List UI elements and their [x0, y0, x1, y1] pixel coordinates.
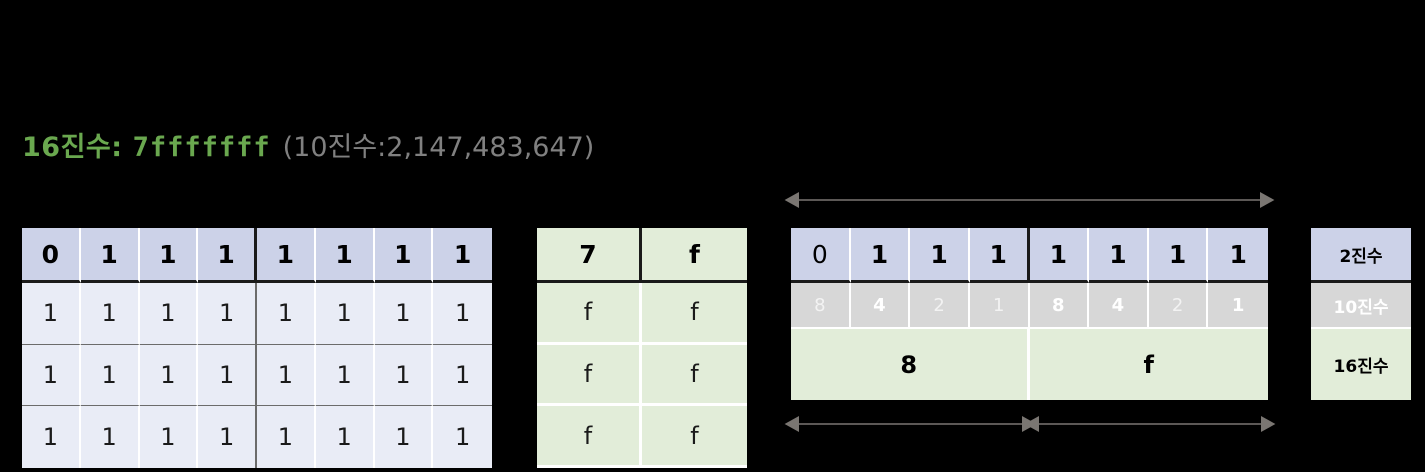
binary-body-cell: 1 — [433, 283, 492, 345]
binary-body-cell: 1 — [22, 283, 81, 345]
detail-hex-cell: 8 — [791, 329, 1030, 400]
detail-binary-cell: 0 — [791, 228, 851, 283]
hex-body-cell: f — [642, 406, 747, 468]
span-arrow-low-nibble — [1024, 416, 1276, 432]
hex-body-cell: f — [537, 283, 642, 345]
binary-body-cell: 1 — [80, 406, 140, 468]
binary-header-cell: 0 — [22, 228, 81, 283]
binary-body-cell: 1 — [80, 283, 140, 345]
binary-header-cell: 1 — [198, 228, 257, 283]
detail-place-value-cell: 2 — [1148, 283, 1209, 329]
binary-header-cell: 1 — [257, 228, 316, 283]
detail-binary-cell: 1 — [969, 228, 1030, 283]
hex-header-cell: 7 — [537, 228, 642, 283]
detail-binary-cell: 1 — [850, 228, 911, 283]
legend-item-hex: 16진수 — [1311, 329, 1411, 400]
binary-header-cell: 1 — [139, 228, 199, 283]
hex-body-cell: f — [537, 406, 642, 468]
detail-binary-cell: 1 — [1148, 228, 1209, 283]
binary-body-cell: 1 — [198, 344, 257, 407]
binary-body-cell: 1 — [198, 406, 257, 468]
binary-body-cell: 1 — [374, 406, 434, 468]
binary-body-cell: 1 — [22, 406, 81, 468]
hex-label: 16진수: — [22, 132, 123, 163]
detail-place-value-cell: 4 — [1089, 283, 1149, 329]
binary-body-cell: 1 — [433, 344, 492, 407]
hex-body-cell: f — [642, 283, 747, 345]
decimal-note: (10진수:2,147,483,647) — [282, 132, 595, 163]
binary-body-cell: 1 — [22, 344, 81, 407]
binary-header-cell: 1 — [374, 228, 434, 283]
title-line: 16진수: 7fffffff (10진수:2,147,483,647) — [22, 131, 594, 165]
detail-binary-cell: 1 — [910, 228, 970, 283]
legend-item-decimal: 10진수 — [1311, 283, 1411, 329]
detail-binary-cell: 1 — [1208, 228, 1268, 283]
detail-hex-cell: f — [1029, 329, 1268, 400]
binary-body-cell: 1 — [315, 283, 375, 345]
span-arrow-high-nibble — [784, 416, 1037, 432]
binary-body-cell: 1 — [374, 283, 434, 345]
binary-body-cell: 1 — [257, 406, 316, 468]
legend-item-binary: 2진수 — [1311, 228, 1411, 283]
detail-place-value-cell: 8 — [791, 283, 851, 329]
detail-place-value-cell: 8 — [1029, 283, 1090, 329]
detail-binary-cell: 1 — [1029, 228, 1090, 283]
binary-body-cell: 1 — [80, 344, 140, 407]
detail-place-value-cell: 2 — [910, 283, 970, 329]
binary-body-cell: 1 — [374, 344, 434, 407]
binary-body-cell: 1 — [198, 283, 257, 345]
detail-binary-cell: 1 — [1089, 228, 1149, 283]
detail-place-value-cell: 4 — [850, 283, 911, 329]
binary-body-cell: 1 — [315, 344, 375, 407]
binary-body-cell: 1 — [433, 406, 492, 468]
binary-body-cell: 1 — [315, 406, 375, 468]
hex-header-cell: f — [642, 228, 747, 283]
binary-body-cell: 1 — [139, 406, 199, 468]
binary-header-cell: 1 — [315, 228, 375, 283]
hex-body-cell: f — [537, 344, 642, 407]
binary-header-cell: 1 — [433, 228, 492, 283]
span-arrow-full-byte — [784, 192, 1275, 208]
detail-place-value-cell: 1 — [969, 283, 1030, 329]
hex-body-cell: f — [642, 344, 747, 407]
binary-body-cell: 1 — [139, 283, 199, 345]
binary-body-cell: 1 — [257, 283, 316, 345]
binary-header-cell: 1 — [80, 228, 140, 283]
binary-body-cell: 1 — [257, 344, 316, 407]
detail-place-value-cell: 1 — [1208, 283, 1268, 329]
hex-value: 7fffffff — [132, 132, 271, 163]
binary-body-cell: 1 — [139, 344, 199, 407]
